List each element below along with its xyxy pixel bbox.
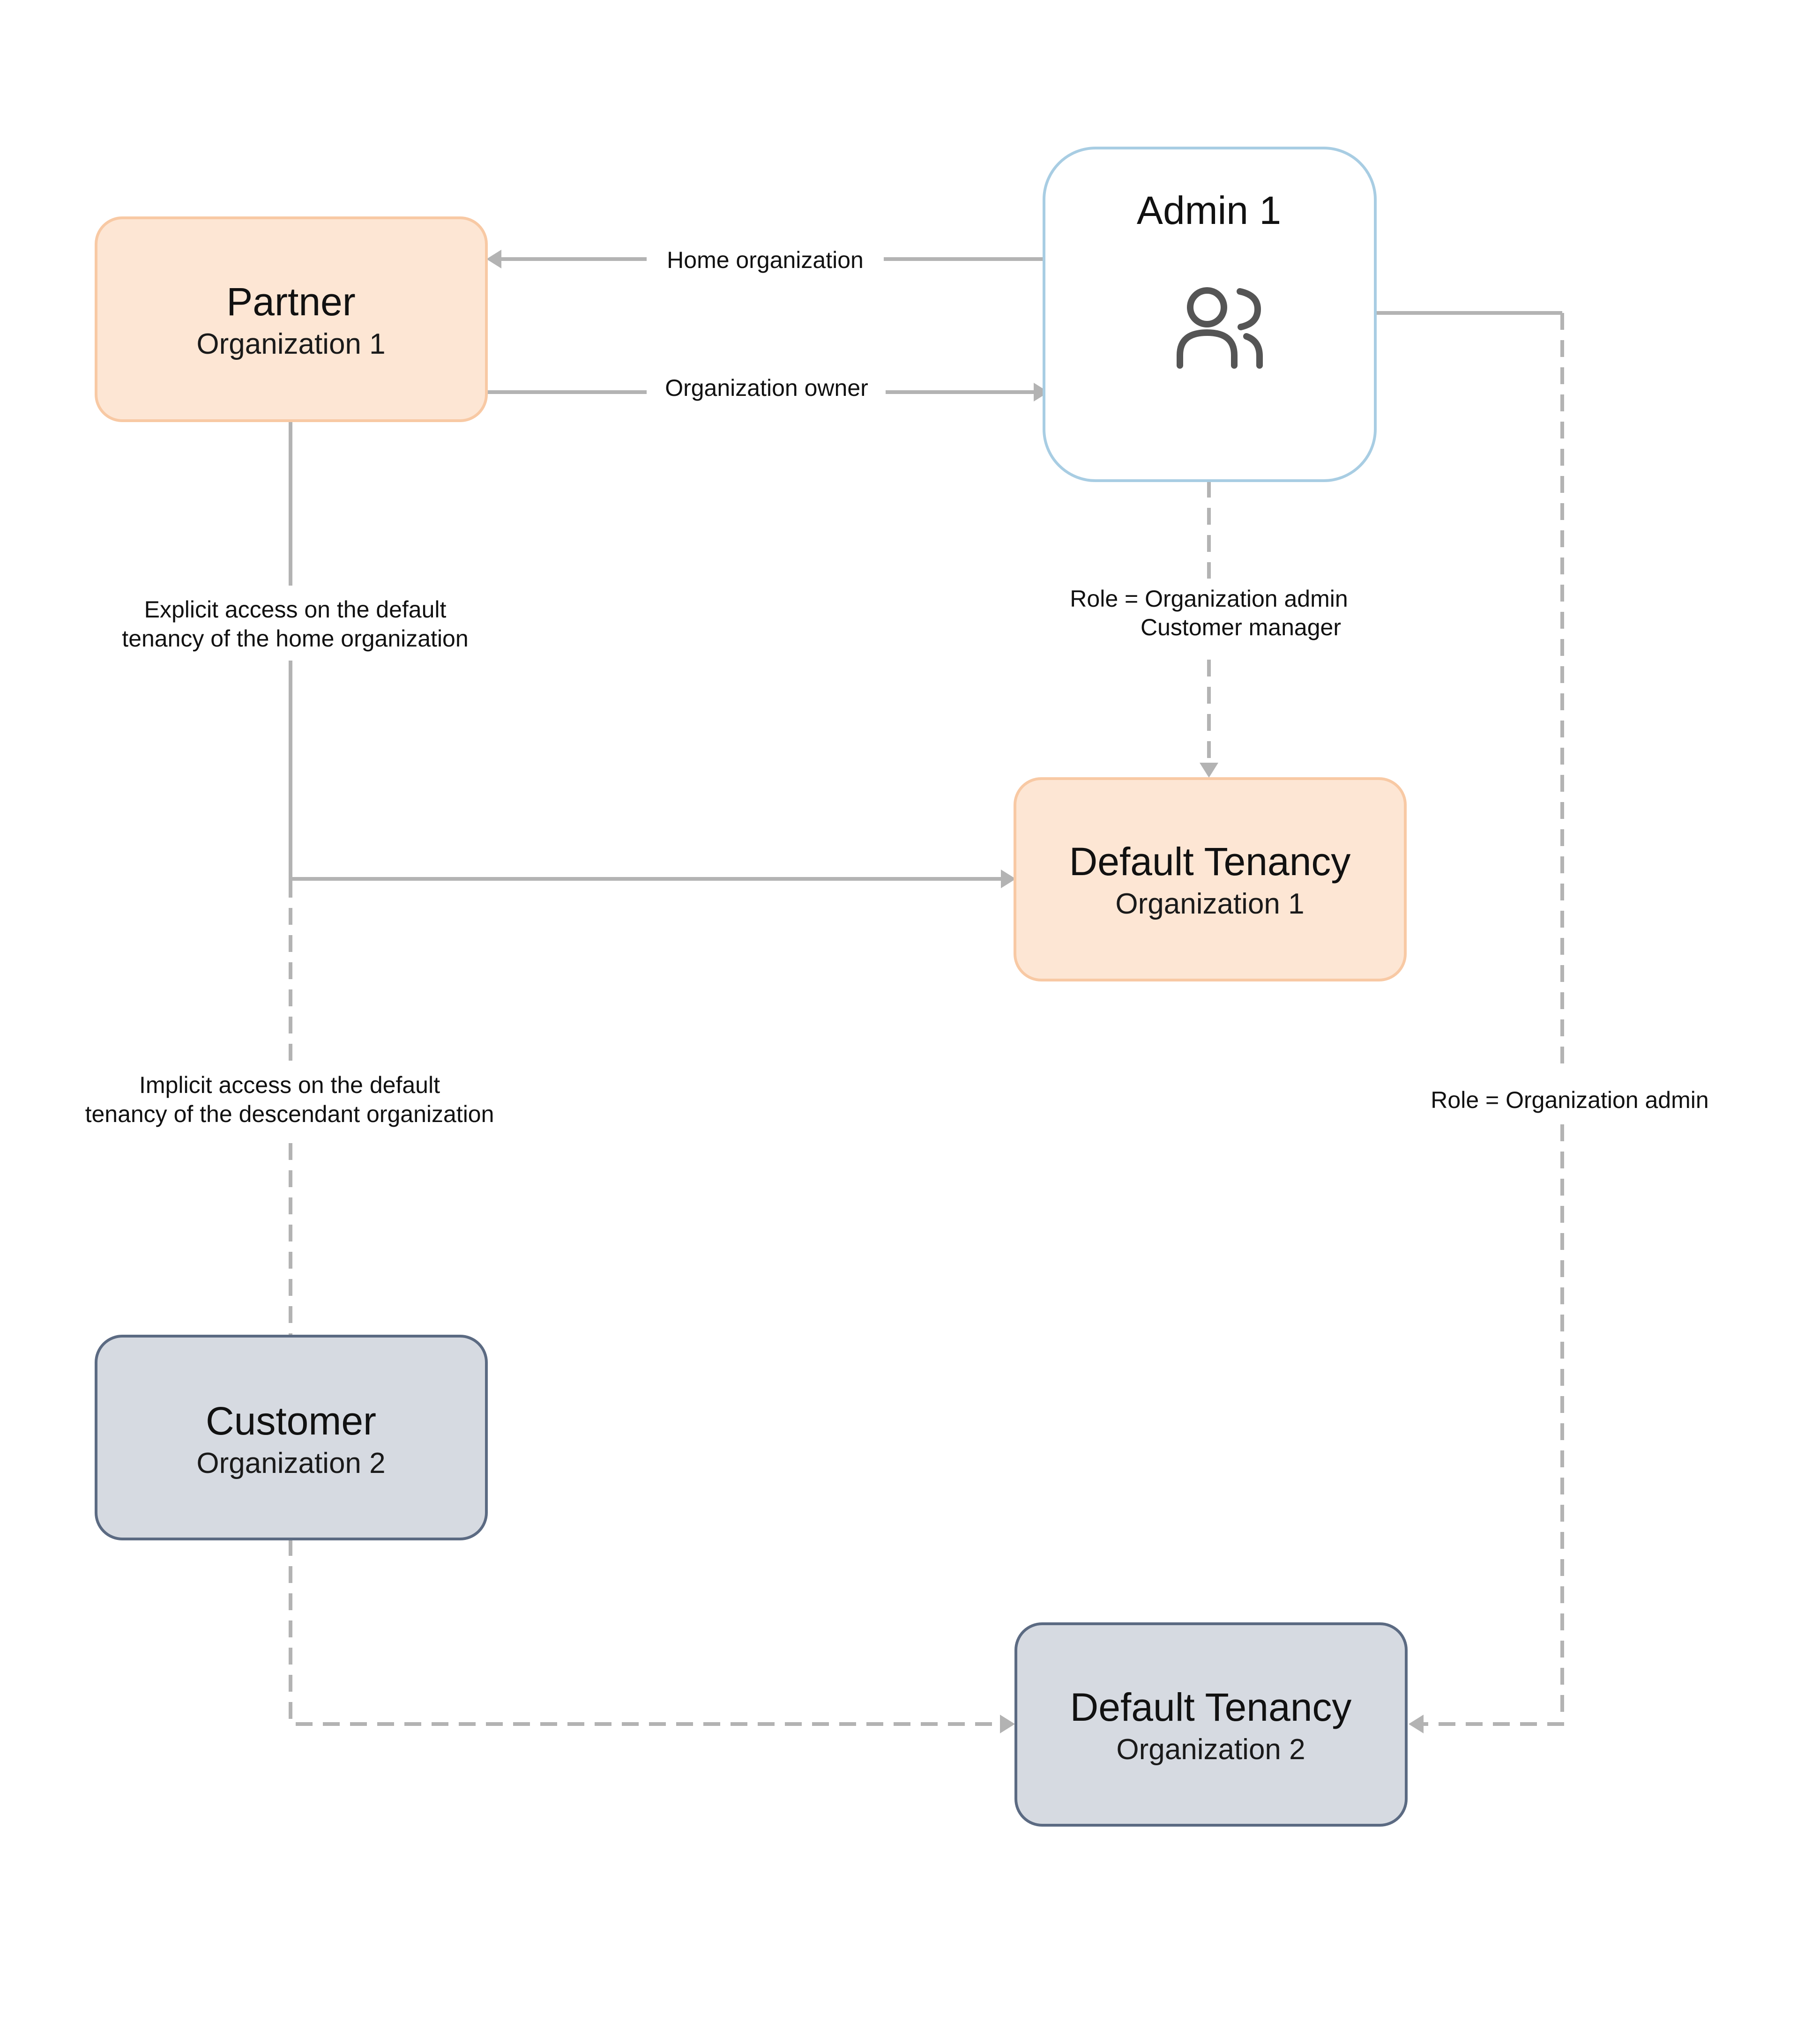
arrow-head <box>1200 763 1218 778</box>
edge-explicit-access: Explicit access on the default tenancy o… <box>122 421 1016 888</box>
edge-label-organization-owner: Organization owner <box>665 375 868 401</box>
node-partner[interactable]: Partner Organization 1 <box>95 216 488 422</box>
node-customer-title: Customer <box>206 1399 376 1443</box>
node-partner-box <box>95 216 488 422</box>
node-customer[interactable]: Customer Organization 2 <box>95 1335 488 1540</box>
edge-organization-owner: Organization owner <box>486 375 1049 401</box>
arrow-head <box>1034 383 1049 401</box>
arrow-head <box>1000 1715 1015 1733</box>
edge-customer-line <box>289 1539 1003 1726</box>
arrow-head <box>1409 1715 1424 1733</box>
edge-label-explicit-line2: tenancy of the home organization <box>122 625 468 652</box>
node-admin-box <box>1043 147 1377 482</box>
edge-label-implicit-line1: Implicit access on the default <box>139 1072 440 1098</box>
users-icon <box>1177 287 1263 369</box>
edge-implicit-access: Implicit access on the default tenancy o… <box>85 881 494 1336</box>
arrow-head <box>1001 870 1016 888</box>
node-default-tenancy-org2-subtitle: Organization 2 <box>1116 1733 1305 1766</box>
node-admin-title: Admin 1 <box>1137 188 1281 232</box>
node-admin[interactable]: Admin 1 <box>1043 147 1377 482</box>
edge-home-organization: Home organization <box>486 247 1044 273</box>
edge-customer-to-tenancy2 <box>289 1539 1015 1733</box>
edge-role-admin-customer-manager: Role = Organization admin Customer manag… <box>1070 481 1348 778</box>
edge-label-implicit-line2: tenancy of the descendant organization <box>85 1101 494 1127</box>
node-customer-subtitle: Organization 2 <box>196 1447 385 1479</box>
edge-role-organization-admin: Role = Organization admin <box>1375 311 1709 1733</box>
node-partner-subtitle: Organization 1 <box>196 328 385 360</box>
arrow-head <box>486 250 501 268</box>
edge-label-home-organization: Home organization <box>667 247 864 273</box>
node-partner-title: Partner <box>226 280 355 324</box>
edge-label-role-line1: Role = Organization admin <box>1070 586 1348 612</box>
node-default-tenancy-org2-box <box>1014 1622 1408 1827</box>
edge-label-role-line2: Customer manager <box>1141 614 1341 640</box>
node-default-tenancy-org1-subtitle: Organization 1 <box>1115 888 1304 920</box>
node-customer-box <box>95 1335 488 1540</box>
node-default-tenancy-org2-title: Default Tenancy <box>1070 1685 1352 1729</box>
edge-label-explicit-line1: Explicit access on the default <box>144 596 447 623</box>
node-default-tenancy-org1-box <box>1014 777 1407 981</box>
node-default-tenancy-org1[interactable]: Default Tenancy Organization 1 <box>1014 777 1407 981</box>
edge-explicit-line-bottom <box>289 661 1003 881</box>
node-default-tenancy-org1-title: Default Tenancy <box>1069 840 1351 884</box>
node-default-tenancy-org2[interactable]: Default Tenancy Organization 2 <box>1014 1622 1408 1827</box>
edge-label-role-organization-admin: Role = Organization admin <box>1431 1087 1708 1113</box>
edge-role-org-admin-line-bottom <box>1423 1124 1564 1726</box>
